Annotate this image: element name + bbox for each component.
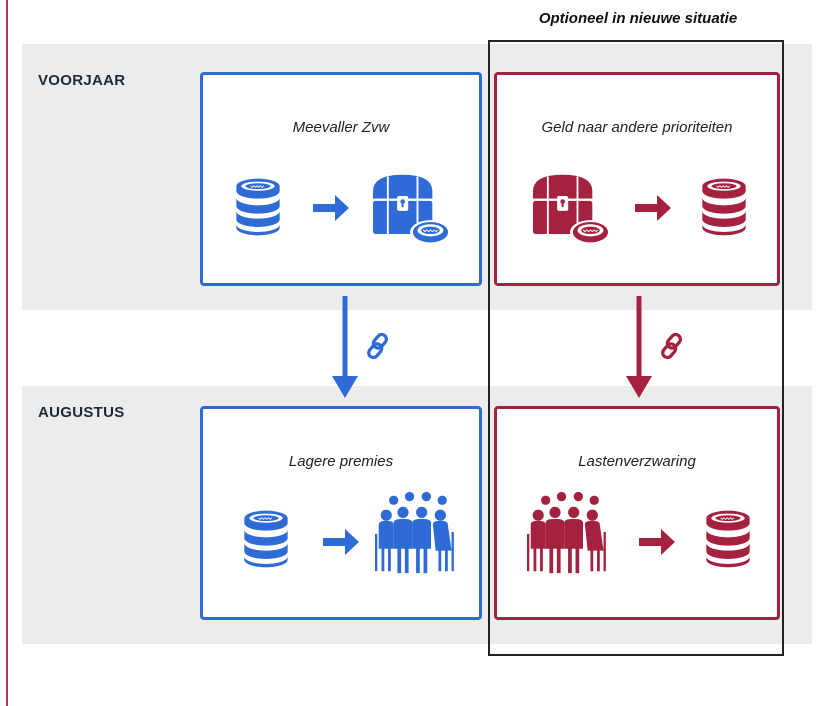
arrow-right-icon bbox=[633, 193, 673, 223]
card-title: Meevaller Zvw bbox=[292, 119, 390, 136]
arrow-down-icon bbox=[626, 376, 652, 398]
arrow-right-icon bbox=[311, 193, 351, 223]
connector-right bbox=[626, 296, 704, 398]
arrow-right-icon bbox=[321, 527, 361, 557]
coin-stack-icon bbox=[233, 177, 283, 237]
optional-caption: Optioneel in nieuwe situatie bbox=[538, 10, 738, 27]
card-lagere-premies: Lagere premies bbox=[200, 406, 482, 620]
people-group-icon bbox=[527, 489, 611, 575]
card-icons bbox=[203, 509, 479, 619]
treasure-chest-icon bbox=[531, 171, 611, 247]
connector-left bbox=[332, 296, 410, 398]
chain-link-icon bbox=[367, 333, 388, 360]
card-geld-naar-andere-prioriteiten: Geld naar andere prioriteiten bbox=[494, 72, 780, 286]
people-group-icon bbox=[375, 489, 459, 575]
card-icons bbox=[203, 175, 479, 285]
card-title: Lagere premies bbox=[288, 453, 394, 470]
card-lastenverzwaring: Lastenverzwaring bbox=[494, 406, 780, 620]
chain-link-icon bbox=[661, 333, 682, 360]
coin-stack-icon bbox=[241, 509, 291, 569]
arrow-down-icon bbox=[332, 376, 358, 398]
card-title: Lastenverzwaring bbox=[578, 453, 696, 470]
row-label-voorjaar: VOORJAAR bbox=[38, 72, 126, 89]
treasure-chest-icon bbox=[371, 171, 451, 247]
card-icons bbox=[497, 175, 777, 285]
arrow-right-icon bbox=[637, 527, 677, 557]
card-icons bbox=[497, 509, 777, 619]
optional-frame bbox=[488, 40, 784, 656]
coin-stack-icon bbox=[699, 177, 749, 237]
row-label-augustus: AUGUSTUS bbox=[38, 404, 125, 421]
coin-stack-icon bbox=[703, 509, 753, 569]
page-margin-line bbox=[6, 0, 8, 706]
card-title: Geld naar andere prioriteiten bbox=[541, 119, 733, 136]
card-meevaller-zvw: Meevaller Zvw bbox=[200, 72, 482, 286]
